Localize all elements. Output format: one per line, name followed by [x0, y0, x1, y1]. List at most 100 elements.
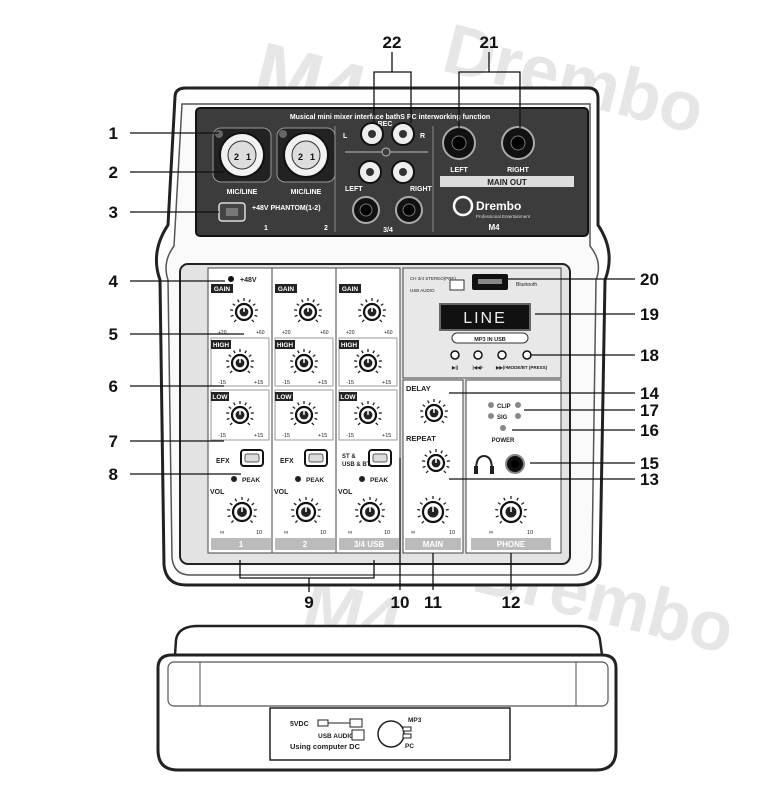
strip-label: 1 — [239, 540, 244, 549]
ch2-label: 2 — [324, 225, 328, 232]
main-volume-knob[interactable] — [417, 496, 449, 524]
rear-using-computer-label: Using computer DC — [290, 742, 361, 751]
callout-22: 22 — [383, 33, 402, 52]
channel-strip-1: GAIN+20+60HIGH-15+15LOW-15+15EFXPEAKVOL∞… — [210, 284, 271, 550]
main-out-right-jack[interactable] — [501, 126, 535, 160]
xlr-input-1[interactable]: 2 1 — [212, 127, 272, 183]
jack-input-3[interactable] — [352, 196, 380, 224]
low-eq-knob[interactable] — [354, 401, 382, 426]
dc-port[interactable] — [317, 719, 329, 727]
high-eq-knob[interactable] — [354, 349, 382, 374]
display-text: LINE — [463, 310, 507, 327]
peak-led — [231, 476, 237, 482]
callout-16: 16 — [640, 421, 659, 440]
transport-button-1[interactable] — [450, 350, 460, 360]
effects-section: DELAY REPEAT CLIP SIG POWER — [406, 384, 525, 474]
callout-12: 12 — [502, 593, 521, 612]
callout-5: 5 — [109, 325, 118, 344]
rec-label: REC — [378, 121, 393, 128]
callout-17: 17 — [640, 401, 659, 420]
peak-led — [359, 476, 365, 482]
gain-knob[interactable] — [294, 298, 322, 323]
strip-label: 3/4 USB — [354, 540, 384, 549]
st-label: ST & — [342, 454, 356, 460]
delay-knob[interactable] — [420, 399, 448, 424]
vol-label: VOL — [274, 489, 289, 496]
repeat-label: REPEAT — [406, 434, 436, 443]
gain-max-label: +60 — [384, 330, 393, 336]
sig-led — [488, 413, 494, 419]
low-label: LOW — [340, 394, 356, 401]
high-eq-knob[interactable] — [290, 349, 318, 374]
gain-min-label: +20 — [218, 330, 227, 336]
callout-8: 8 — [109, 465, 118, 484]
rca-in-left[interactable] — [358, 160, 382, 184]
main-out-left-jack[interactable] — [442, 126, 476, 160]
high-max-label: +15 — [318, 380, 327, 386]
rear-usb-audio-label: USB AUDIO — [318, 733, 354, 740]
vol-min-label: ∞ — [220, 530, 224, 536]
transport-button-2[interactable] — [473, 350, 483, 360]
high-min-label: -15 — [218, 380, 226, 386]
rear-pc-label: PC — [405, 743, 414, 750]
low-label: LOW — [276, 394, 292, 401]
rca-rec-left[interactable] — [360, 122, 384, 146]
volume-knob[interactable] — [355, 497, 385, 524]
vol-max-label: 10 — [449, 530, 455, 536]
phone-volume-knob[interactable] — [495, 496, 527, 524]
vol-min-label: ∞ — [348, 530, 352, 536]
gain-knob[interactable] — [358, 298, 386, 323]
strip-label: PHONE — [497, 540, 526, 549]
transport-label-4: MODE/BT (PRESS) — [507, 365, 548, 370]
gain-knob[interactable] — [230, 298, 258, 323]
xlr-input-2[interactable]: 2 1 — [276, 127, 336, 183]
clip-label: CLIP — [497, 404, 511, 410]
volume-knob[interactable] — [291, 497, 321, 524]
svg-text:1: 1 — [246, 152, 251, 162]
callout-7: 7 — [109, 432, 118, 451]
main-out-right-label: RIGHT — [507, 167, 530, 174]
callout-14: 14 — [640, 384, 659, 403]
high-label: HIGH — [341, 342, 358, 349]
channel-strips: GAIN+20+60HIGH-15+15LOW-15+15EFXPEAKVOL∞… — [210, 284, 399, 550]
gain-max-label: +60 — [320, 330, 329, 336]
low-eq-knob[interactable] — [290, 401, 318, 426]
model-label: M4 — [488, 223, 500, 232]
left-label: LEFT — [345, 186, 363, 193]
callout-15: 15 — [640, 454, 659, 473]
volume-knob[interactable] — [227, 497, 257, 524]
transport-button-3[interactable] — [497, 350, 507, 360]
clip-led-right — [515, 402, 521, 408]
usb-b-port[interactable] — [449, 279, 465, 291]
high-eq-knob[interactable] — [226, 349, 254, 374]
jack-input-4[interactable] — [395, 196, 423, 224]
main-out-label: MAIN OUT — [487, 178, 527, 187]
power-label: POWER — [492, 438, 515, 444]
strip-label: MAIN — [423, 540, 444, 549]
callout-3: 3 — [109, 203, 118, 222]
headphone-jack[interactable] — [505, 454, 525, 474]
rear-mp3-label: MP3 — [408, 717, 422, 724]
svg-text:2: 2 — [234, 152, 239, 162]
usb-power-port[interactable] — [349, 718, 363, 728]
rear-switch[interactable] — [377, 720, 405, 748]
high-max-label: +15 — [254, 380, 263, 386]
vol-label: VOL — [210, 489, 225, 496]
efx-label: EFX — [216, 458, 230, 465]
low-eq-knob[interactable] — [226, 401, 254, 426]
rear-usb-audio-port[interactable] — [351, 729, 365, 741]
repeat-knob[interactable] — [422, 449, 450, 474]
mixer-rear-view: 5VDC USB AUDIO Using computer DC MP3 PC — [156, 624, 618, 772]
callout-2: 2 — [109, 163, 118, 182]
phantom-led-label: +48V — [240, 277, 257, 284]
low-min-label: -15 — [218, 433, 226, 439]
rca-in-right[interactable] — [391, 160, 415, 184]
usb-bt-label: USB & BT — [342, 462, 371, 468]
rca-rec-right[interactable] — [391, 122, 415, 146]
transport-button-4[interactable] — [522, 350, 532, 360]
headphones-icon — [475, 454, 493, 471]
gain-label: GAIN — [278, 286, 295, 293]
gain-max-label: +60 — [256, 330, 265, 336]
